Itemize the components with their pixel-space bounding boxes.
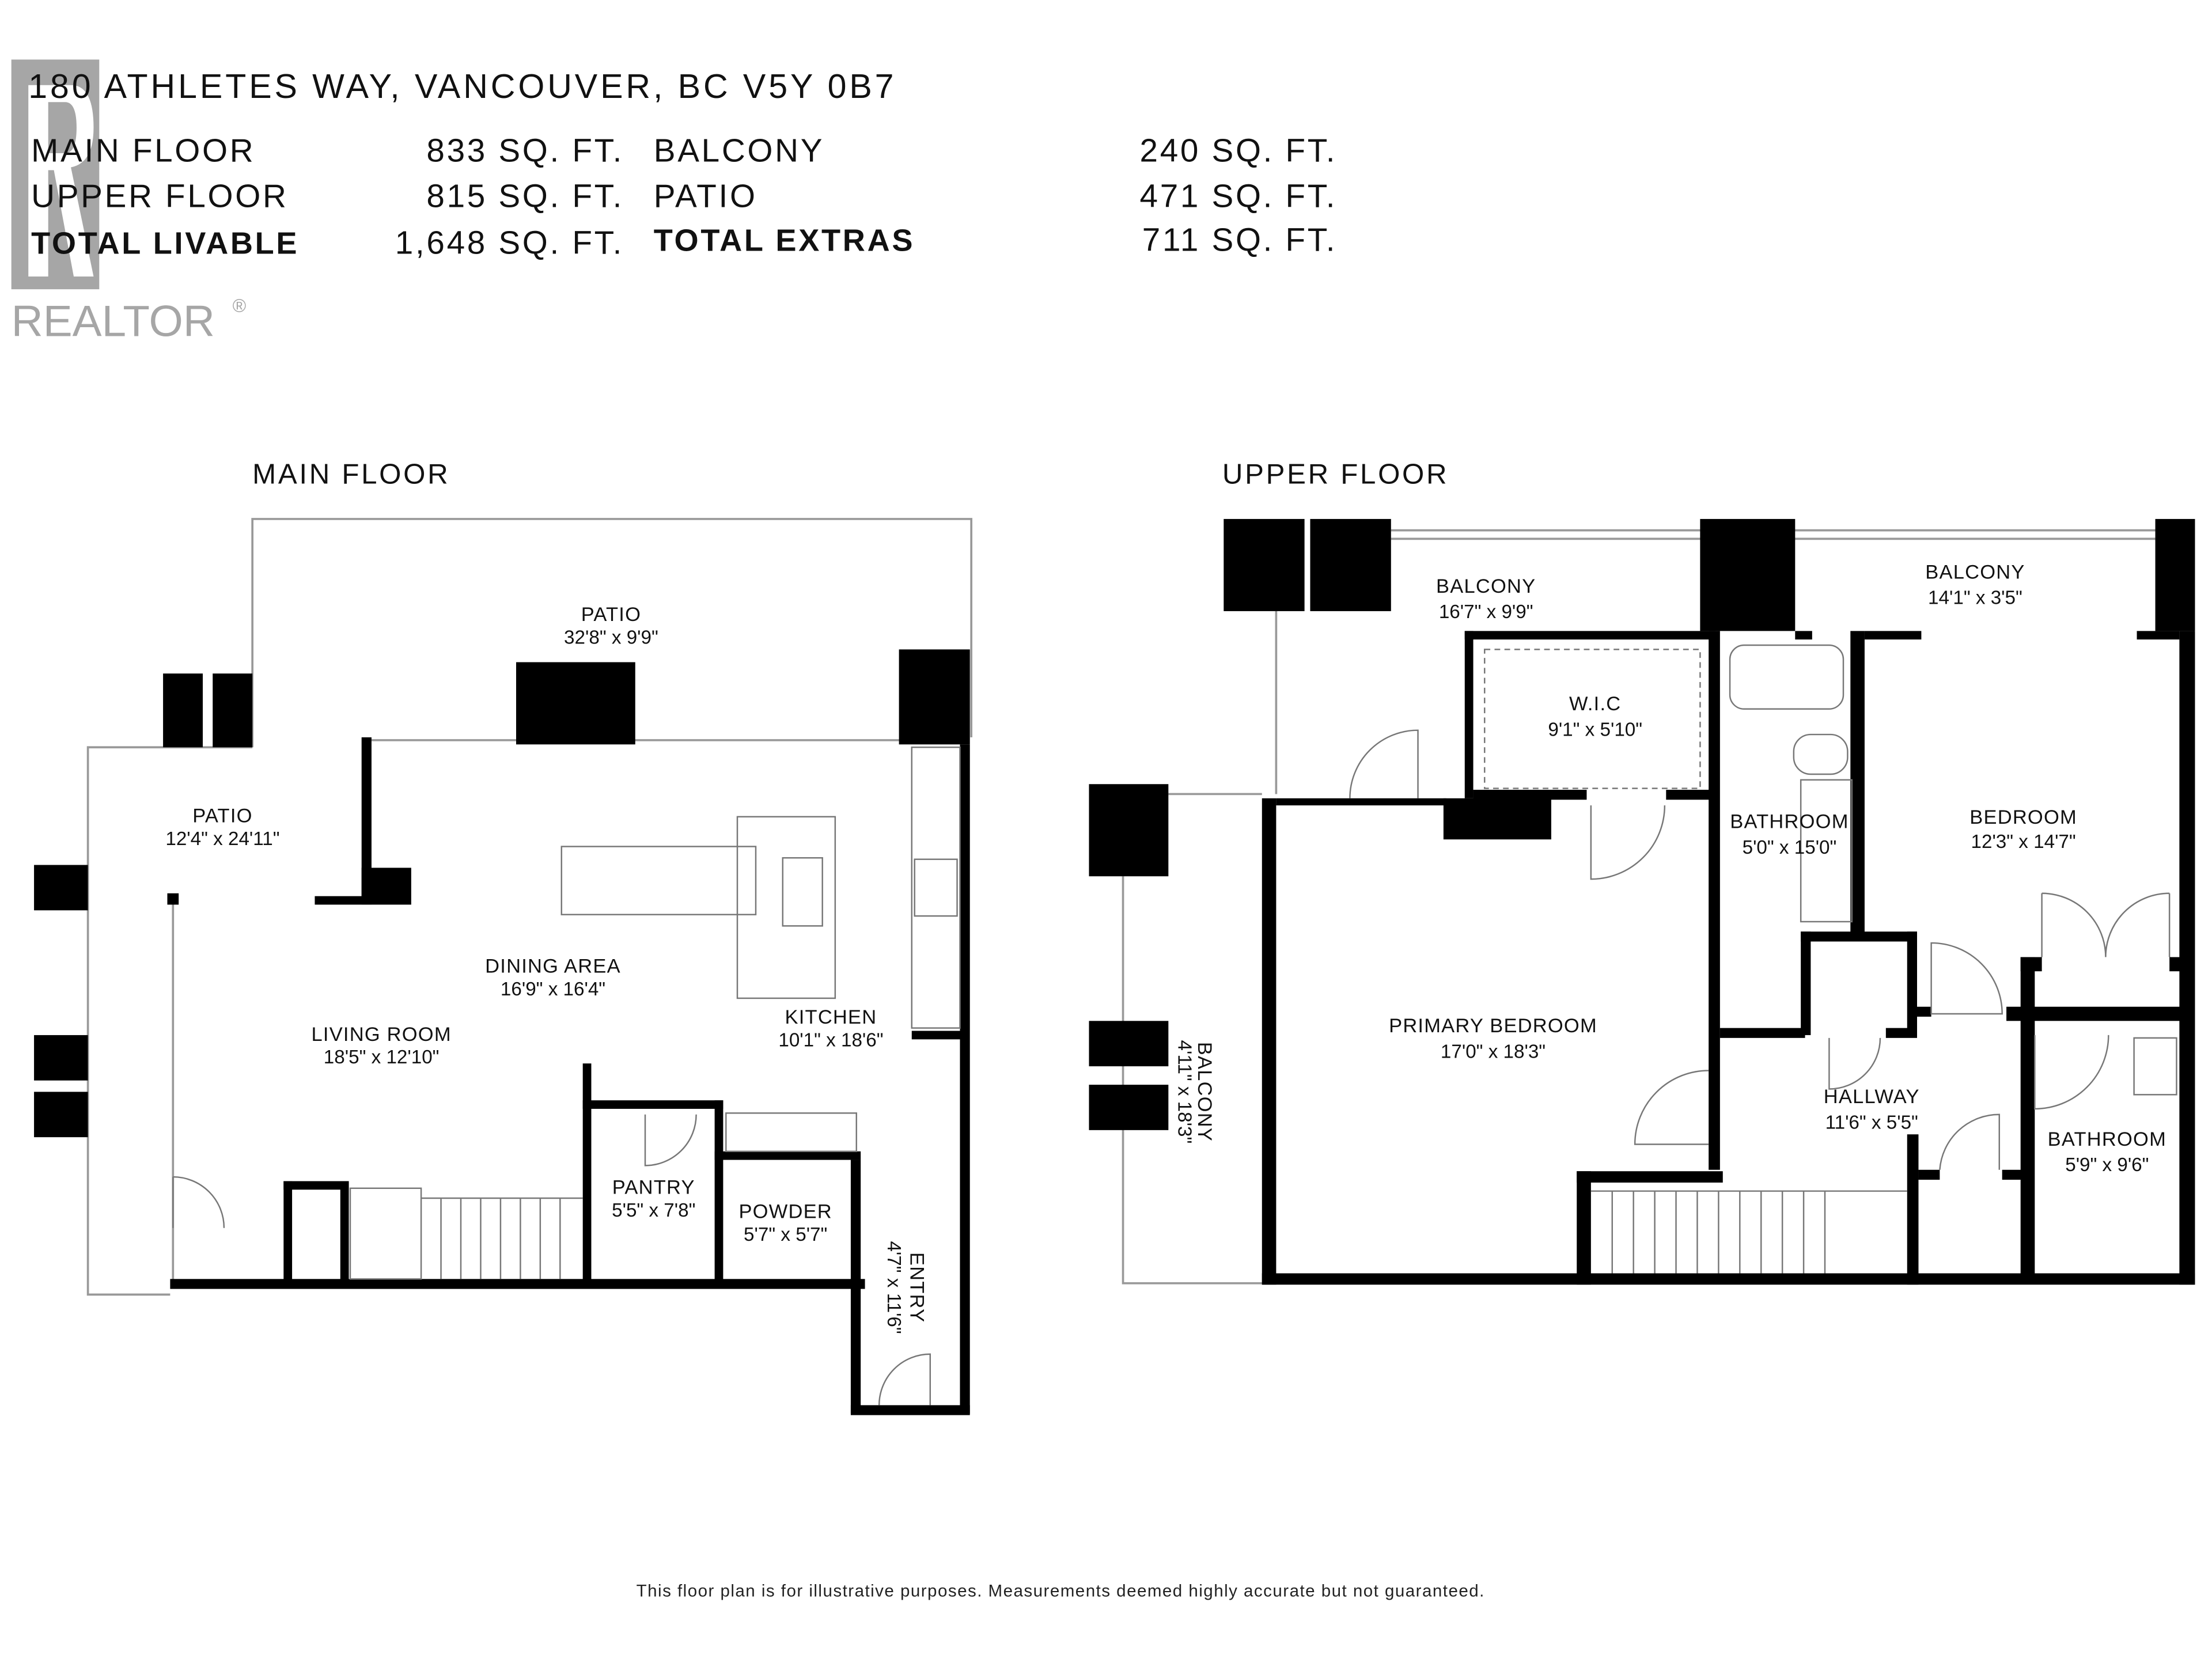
disclaimer: This floor plan is for illustrative purp… [637,1582,1485,1601]
room-name: ENTRY [906,1252,927,1323]
upper-floor-plan: UPPER FLOOR [1089,458,2195,1285]
room-dimensions: 5'9" x 9'6" [2065,1154,2149,1176]
row-value: 833 SQ. FT. [426,132,624,169]
row-value: 471 SQ. FT. [1140,177,1338,214]
room-name: HALLWAY [1824,1086,1920,1108]
room-dimensions: 5'5" x 7'8" [612,1200,695,1221]
room-name: PANTRY [612,1177,695,1199]
room-name: KITCHEN [785,1006,877,1028]
registered-mark: ® [233,296,247,316]
room-name: BALCONY [1436,575,1536,597]
room-name: PATIO [581,604,641,626]
room-name: BATHROOM [1730,811,1849,833]
room-dimensions: 9'1" x 5'10" [1548,719,1642,741]
address-title: 180 ATHLETES WAY, VANCOUVER, BC V5Y 0B7 [28,67,896,105]
realtor-wordmark: REALTOR [12,297,215,346]
room-dimensions: 10'1" x 18'6" [778,1030,883,1051]
room-name: W.I.C [1569,693,1621,715]
row-value: 1,648 SQ. FT. [395,225,624,261]
main-floor-plan: MAIN FLOOR [34,458,972,1415]
room-name: LIVING ROOM [312,1024,452,1046]
upper-floor-title: UPPER FLOOR [1222,458,1449,490]
room-dimensions: 18'5" x 12'10" [324,1047,440,1068]
row-label: MAIN FLOOR [31,132,255,169]
room-dimensions: 12'3" x 14'7" [1971,831,2076,853]
room-name: PRIMARY BEDROOM [1389,1015,1597,1037]
room-dimensions: 4'11" x 18'3" [1174,1040,1195,1144]
room-name: BALCONY [1925,561,2025,583]
row-label: PATIO [654,177,757,214]
main-floor-title: MAIN FLOOR [252,458,450,490]
row-value: 240 SQ. FT. [1140,132,1338,169]
row-value: 711 SQ. FT. [1142,222,1337,258]
row-label: TOTAL EXTRAS [654,224,915,258]
row-label: BALCONY [654,132,824,169]
room-name: BEDROOM [1969,806,2077,828]
room-name: BALCONY [1194,1042,1215,1142]
area-summary: MAIN FLOOR 833 SQ. FT. BALCONY 240 SQ. F… [31,132,1338,261]
row-label: TOTAL LIVABLE [31,226,299,261]
room-dimensions: 4'7" x 11'6" [883,1241,904,1334]
realtor-logo: REALTOR ® [12,59,247,346]
row-label: UPPER FLOOR [31,177,288,214]
room-dimensions: 12'4" x 24'11" [165,828,279,850]
room-name: DINING AREA [485,956,621,978]
room-name: BATHROOM [2048,1128,2166,1150]
room-dimensions: 5'0" x 15'0" [1743,837,1837,858]
row-value: 815 SQ. FT. [426,177,624,214]
room-name: POWDER [738,1200,832,1222]
room-dimensions: 16'9" x 16'4" [501,979,605,1000]
room-dimensions: 17'0" x 18'3" [1441,1041,1546,1062]
room-dimensions: 14'1" x 3'5" [1928,588,2022,609]
room-dimensions: 16'7" x 9'9" [1439,601,1533,623]
room-dimensions: 32'8" x 9'9" [564,627,658,649]
room-dimensions: 11'6" x 5'5" [1825,1112,1918,1133]
room-dimensions: 5'7" x 5'7" [744,1224,827,1245]
room-name: PATIO [192,805,252,827]
